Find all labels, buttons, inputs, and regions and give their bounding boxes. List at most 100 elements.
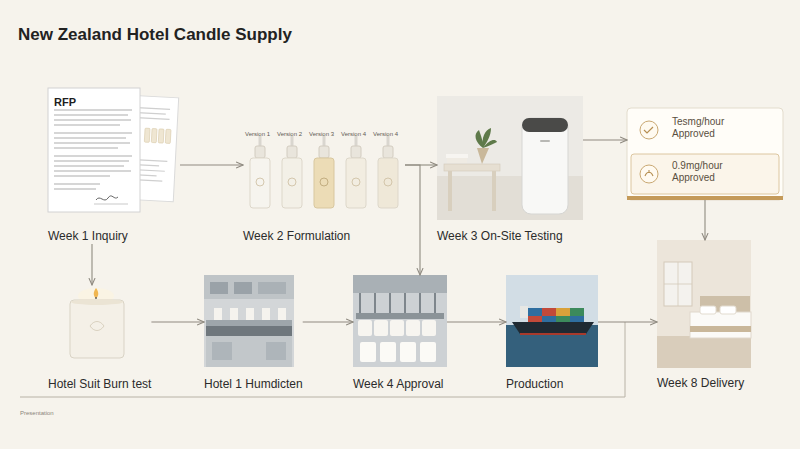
illustration-part xyxy=(319,146,329,158)
illustration-part xyxy=(444,164,500,171)
illustration-part xyxy=(378,158,398,208)
illustration-part xyxy=(556,308,570,316)
illustration-part xyxy=(20,322,625,397)
flow-arrow xyxy=(405,165,420,275)
illustration-part xyxy=(540,140,550,142)
illustration-part xyxy=(230,308,238,320)
step-node: Tesmg/hour Approved0.9mg/hour Approved xyxy=(627,108,783,200)
node-picture-area xyxy=(657,240,751,368)
title-wrap: New Zealand Hotel Candle Supply xyxy=(18,25,292,45)
illustration-part xyxy=(234,282,252,294)
formulation-bottles xyxy=(250,136,398,208)
illustration-part xyxy=(287,146,297,158)
step-node: Hotel 1 Humdicten xyxy=(204,275,303,392)
illustration-part xyxy=(406,320,420,336)
illustration-part xyxy=(447,158,467,163)
step-node: Production xyxy=(506,275,598,392)
illustration-part xyxy=(262,308,270,320)
illustration-part xyxy=(144,128,171,143)
illustration-part xyxy=(151,128,157,142)
step-node: Week 8 Delivery xyxy=(657,240,751,391)
node-picture-area xyxy=(48,285,126,367)
text-slot: RFP xyxy=(54,92,76,110)
step-node: Version 1 Version 2 Version 3 Version 4 Vers… xyxy=(243,118,405,244)
illustration-part xyxy=(631,154,779,194)
text-slot: Version 2 xyxy=(277,122,302,140)
step-caption: Week 8 Delivery xyxy=(657,376,751,391)
illustration-part xyxy=(204,275,294,367)
text-slot: Version 3 xyxy=(309,122,334,140)
node-text: Version 2 xyxy=(277,131,302,137)
illustration-part xyxy=(356,313,444,319)
node-picture-area: Version 1 Version 2 Version 3 Version 4 Vers… xyxy=(243,118,405,214)
illustration-part xyxy=(720,306,736,314)
cargo-ship xyxy=(506,275,598,367)
step-caption: Production xyxy=(506,377,598,392)
label-wrap: Presentation xyxy=(20,401,54,419)
illustration-part xyxy=(206,320,292,326)
illustration-part xyxy=(360,293,435,313)
illustration-part xyxy=(383,146,393,158)
step-caption: Week 3 On-Site Testing xyxy=(437,229,583,244)
node-text: Version 1 xyxy=(245,131,270,137)
node-picture-area xyxy=(437,96,583,220)
illustration-part xyxy=(250,136,270,208)
text-slot: Version 4 xyxy=(373,122,398,140)
illustration-part xyxy=(266,342,286,360)
illustration-part xyxy=(353,275,447,293)
flow-arrow xyxy=(598,321,657,322)
illustration-part xyxy=(528,316,542,322)
illustration-part xyxy=(448,171,452,211)
flow-arrow xyxy=(583,139,627,140)
illustration-part xyxy=(644,127,653,133)
step-caption: Week 1 Inquiry xyxy=(48,229,180,244)
illustration-part xyxy=(54,110,132,189)
node-text: Version 4 xyxy=(373,131,398,137)
illustration-part xyxy=(314,158,334,208)
illustration-part xyxy=(259,136,262,146)
node-picture-area xyxy=(204,275,294,367)
illustration-part xyxy=(214,308,222,320)
illustration-part xyxy=(320,178,328,186)
illustration-part xyxy=(640,165,658,183)
illustration-part xyxy=(522,118,568,132)
illustration-part xyxy=(250,158,270,208)
illustration-part xyxy=(246,308,254,320)
flow-arrow xyxy=(151,321,204,322)
illustration-part xyxy=(71,299,123,305)
step-caption: Week 2 Formulation xyxy=(243,229,405,244)
step-node: RFP Week 1 Inquiry xyxy=(48,88,180,244)
factory-floor xyxy=(353,275,447,367)
illustration-part xyxy=(144,128,150,142)
illustration-part xyxy=(204,275,294,299)
illustration-part xyxy=(700,296,750,314)
approval-card xyxy=(627,108,783,200)
text-slot: 0.9mg/hour Approved xyxy=(672,160,754,184)
illustration-part xyxy=(422,320,436,336)
illustration-part xyxy=(627,196,783,200)
illustration-part xyxy=(206,326,292,336)
timeline-rule xyxy=(20,322,625,397)
illustration-part xyxy=(358,320,372,336)
node-picture-area xyxy=(506,275,598,367)
illustration-part xyxy=(492,171,496,211)
node-picture-area: RFP xyxy=(48,88,180,212)
illustration-part xyxy=(657,240,751,368)
illustration-part xyxy=(528,308,542,316)
illustration-part xyxy=(94,288,99,298)
illustration-part xyxy=(96,196,118,200)
illustration-part xyxy=(420,342,436,362)
step-node: Week 4 Approval xyxy=(353,275,447,392)
illustration-part xyxy=(645,170,653,176)
node-picture-area: Tesmg/hour Approved0.9mg/hour Approved xyxy=(627,108,783,200)
illustration-part xyxy=(690,312,751,338)
illustration-part xyxy=(542,316,556,322)
illustration-part xyxy=(664,262,692,306)
illustration-part xyxy=(627,108,783,200)
illustration-part xyxy=(640,121,658,139)
text-slot: Version 4 xyxy=(341,122,366,140)
step-caption: Week 4 Approval xyxy=(353,377,447,392)
illustration-part xyxy=(520,306,528,318)
node-text: 0.9mg/hour Approved xyxy=(672,160,754,184)
flow-arrow xyxy=(303,321,353,322)
